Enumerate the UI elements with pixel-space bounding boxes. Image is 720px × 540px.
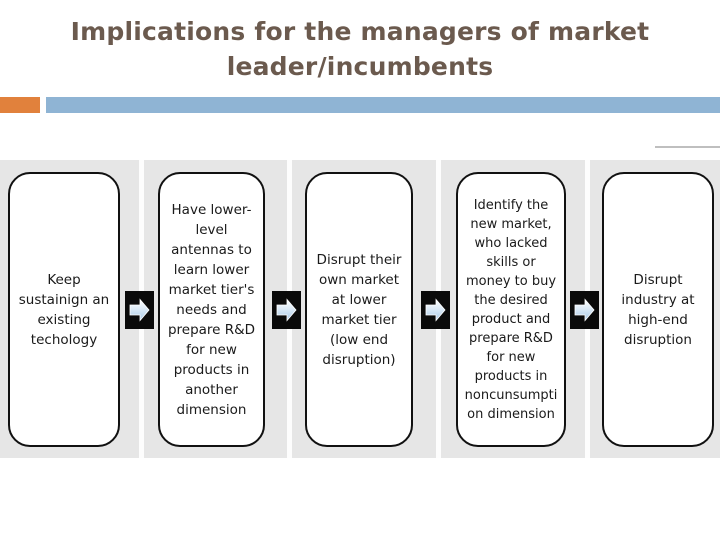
accent-bar-orange: [0, 97, 40, 113]
right-block-arrow-icon: [272, 291, 301, 329]
flow-step-label-1: Keep sustainign an existing techology: [18, 271, 110, 348]
flow-step-label-4: Identify the new market, who lacked skil…: [464, 197, 558, 422]
flow-step-box-3[interactable]: Disrupt their own market at lower market…: [305, 172, 413, 447]
flow-step-label-5: Disrupt industry at high-end disruption: [621, 271, 695, 348]
right-block-arrow-icon: [125, 291, 154, 329]
process-flow-diagram: Keep sustainign an existing techology Ha…: [0, 160, 720, 458]
flow-step-box-5[interactable]: Disrupt industry at high-end disruption: [602, 172, 714, 447]
flow-step-label-2: Have lower-level antennas to learn lower…: [167, 201, 256, 418]
flow-step-box-2[interactable]: Have lower-level antennas to learn lower…: [158, 172, 265, 447]
flow-step-label-3: Disrupt their own market at lower market…: [316, 251, 402, 368]
flow-step-box-1[interactable]: Keep sustainign an existing techology: [8, 172, 120, 447]
right-block-arrow-icon: [570, 291, 599, 329]
flow-step-box-4[interactable]: Identify the new market, who lacked skil…: [456, 172, 566, 447]
page-title: Implications for the managers of market …: [70, 17, 650, 81]
accent-bar-blue: [46, 97, 720, 113]
right-block-arrow-icon: [421, 291, 450, 329]
accent-hairline: [655, 146, 720, 148]
